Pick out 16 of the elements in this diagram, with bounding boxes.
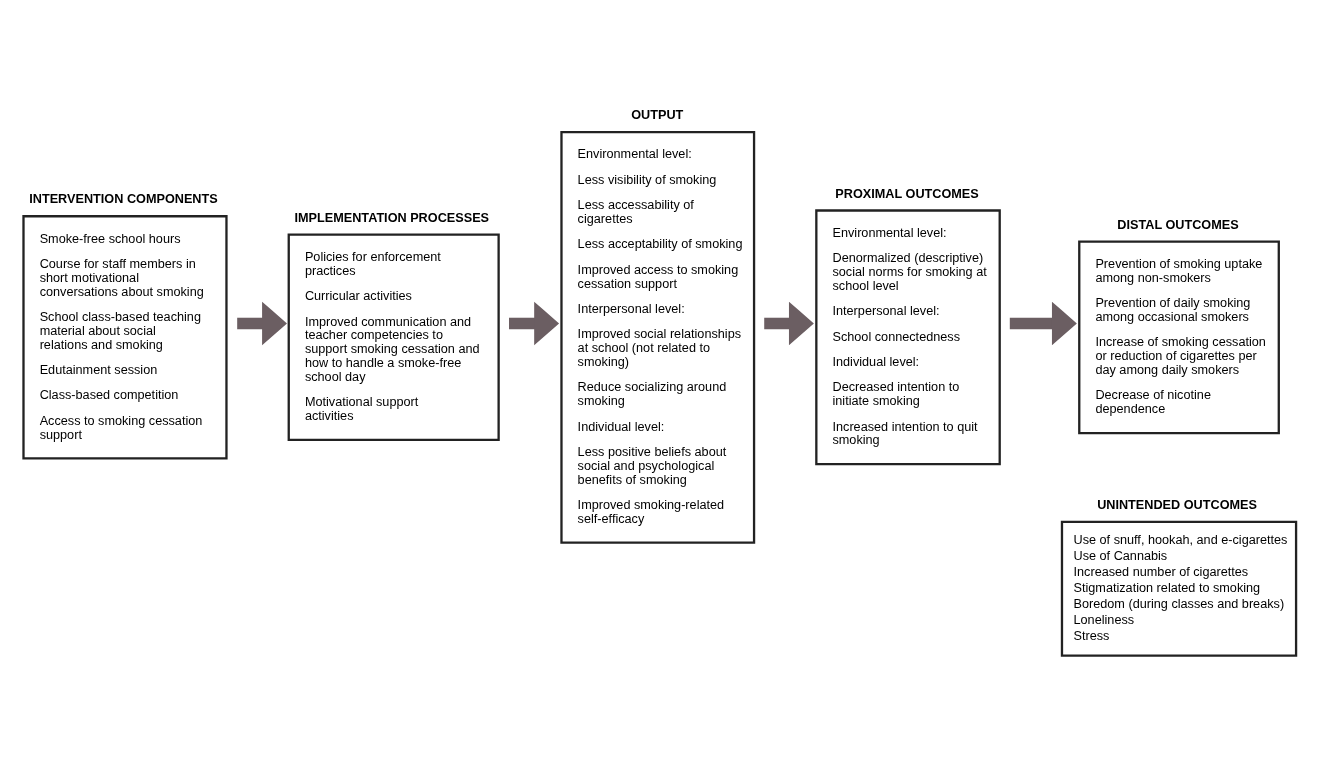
node-label: PROXIMAL OUTCOMES [835, 186, 979, 201]
arrow [509, 301, 560, 346]
node-label: UNINTENDED OUTCOMES [1097, 497, 1257, 512]
arrow [764, 301, 814, 346]
arrow [237, 301, 287, 346]
node-box: Smoke-free school hours Course for staff members in short motivational conversations about smoking School class-based teaching material about social relations and smoking Edutainment session Class-based competition Access to smoking cessation support [22, 215, 228, 460]
node-box: Use of snuff, hookah, and e-cigarettes Use of Cannabis Increased number of cigarettes Stigmatization related to smoking Boredom (during classes and breaks) Loneliness Stress [1060, 520, 1298, 657]
node-box: Environmental level: Less visibility of smoking Less accessability of cigarettes Less acceptability of smoking Improved access to smoking cessation support Interpersonal level: Improved social relationships at school (not related to smoking) Reduce socializing around smoking Individual level: Less positive beliefs about social and psychological benefits of smoking Improved smoking-related self-efficacy [560, 130, 756, 544]
node-label: OUTPUT [631, 108, 684, 123]
node-label: DISTAL OUTCOMES [1117, 217, 1239, 232]
arrow [1009, 301, 1077, 346]
node-label: IMPLEMENTATION PROCESSES [294, 210, 490, 225]
node-label: INTERVENTION COMPONENTS [29, 192, 218, 207]
node-box: Prevention of smoking uptake among non-smokers Prevention of daily smoking among occasional smokers Increase of smoking cessation or reduction of cigarettes per day among daily smokers Decrease of nicotine dependence [1078, 240, 1280, 435]
node-box: Policies for enforcement practices Curricular activities Improved communication and teacher competencies to support smoking cessation and how to handle a smoke-free school day Motivational support activities [287, 233, 500, 442]
node-box: Environmental level: Denormalized (descriptive) social norms for smoking at school level Interpersonal level: School connectedness Individual level: Decreased intention to initiate smoking Increased intention to quit smoking [815, 209, 1001, 466]
